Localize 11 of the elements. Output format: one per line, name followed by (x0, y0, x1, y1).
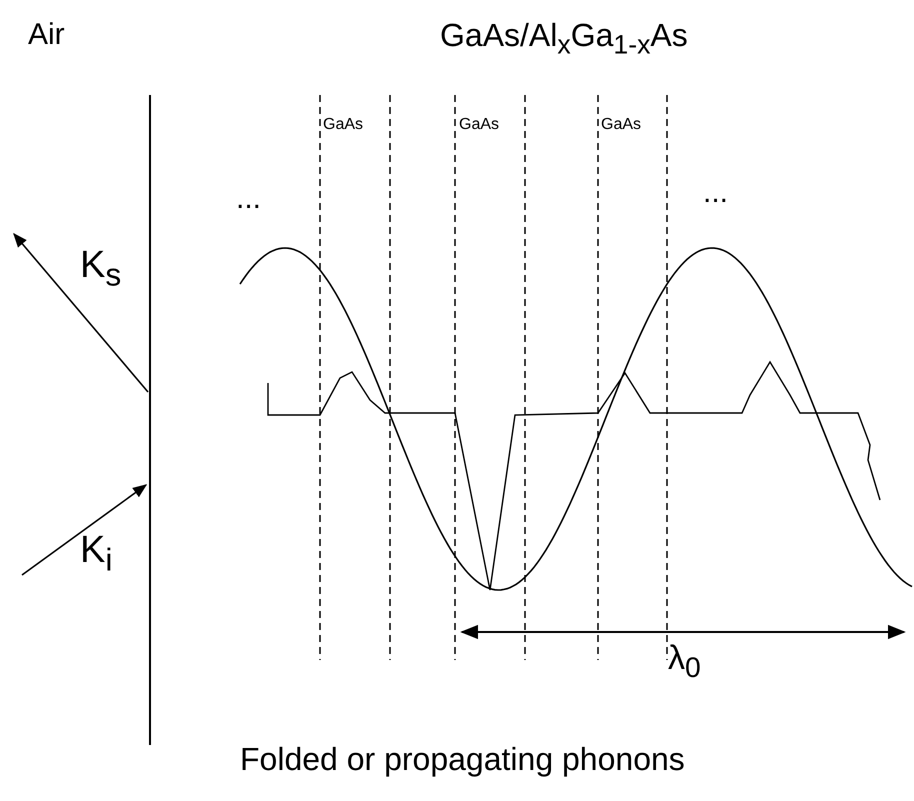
layer-label: GaAs (601, 116, 642, 134)
caption: Folded or propagating phonons (240, 742, 685, 778)
layer-label: GaAs (323, 116, 364, 134)
wave-vector-label: K$_{i}$ (80, 530, 112, 578)
wavelength-label: λ$_{0}$ (668, 640, 701, 684)
wave-vector-label: K$_{s}$ (80, 245, 122, 292)
layer-label: GaAs (459, 116, 500, 134)
medium-label: Air (28, 18, 65, 51)
ellipsis-mark: ... (236, 182, 262, 215)
ellipsis-mark: ... (703, 176, 728, 209)
title: GaAs/Al$_{x}$Ga$_{1-x}$As (440, 18, 688, 60)
